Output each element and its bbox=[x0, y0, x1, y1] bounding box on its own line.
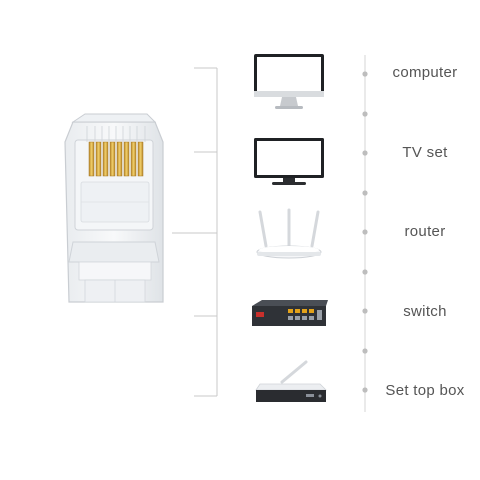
device-label-router: router bbox=[404, 223, 446, 240]
right-rail-dots bbox=[362, 71, 368, 393]
device-label-computer: computer bbox=[392, 64, 458, 81]
device-label-settop: Set top box bbox=[385, 382, 465, 399]
device-label-tv: TV set bbox=[402, 144, 448, 161]
network-switch-icon bbox=[252, 300, 328, 326]
monitor-icon bbox=[254, 54, 324, 109]
set-top-box-icon bbox=[255, 360, 327, 402]
gold-pins bbox=[88, 141, 144, 177]
router-icon bbox=[256, 208, 322, 259]
rj45-connector-icon bbox=[64, 113, 164, 303]
device-label-switch: switch bbox=[403, 303, 447, 320]
tv-icon bbox=[254, 138, 324, 185]
